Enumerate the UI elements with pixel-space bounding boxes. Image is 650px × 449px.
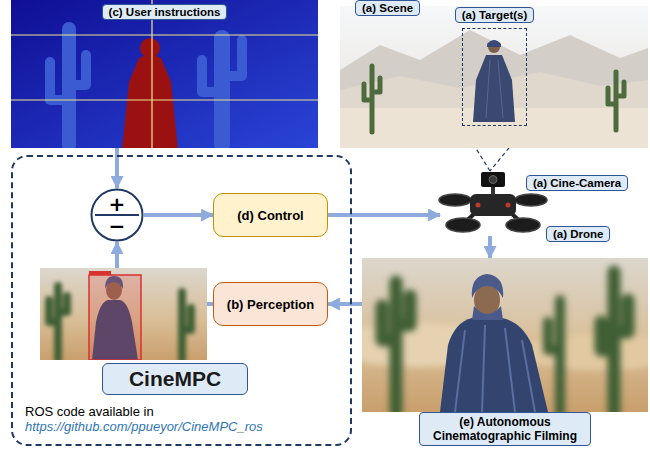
segmentation-image [11,0,318,148]
sum-junction: +− [90,188,144,242]
target-box: (a) Target(s) [462,28,527,126]
connector-arrow [115,148,119,188]
image-panel: (e) Autonomous Cinematographic Filming [362,258,648,446]
scene-panel: (a) Scene (a) Target(s) [340,0,648,148]
node-text: (d) Control [237,208,303,223]
connector-arrow [328,213,440,217]
connector-arrow [488,236,492,258]
filming-image [362,258,648,412]
node-text: (a) Scene [355,0,420,16]
node-text: (c) User instructions [102,4,228,20]
process-box: (d) Control [213,193,328,237]
node-text: (e) Autonomous Cinematographic Filming [419,412,591,446]
node-text: (a) Target(s) [455,7,535,23]
system-block: ROS code available inhttps://github.com/… [11,155,352,446]
node-text: ROS code available in [25,404,154,419]
connector-arrow [328,302,362,306]
node-text: https://github.com/ppueyor/CineMPC_ros [25,419,263,434]
image-panel: (c) User instructions [11,0,318,148]
node-text: (a) Drone [546,226,610,242]
connector-arrow [144,213,213,217]
process-box: (b) Perception [213,282,328,326]
node-text: (a) Cine-Camera [526,175,628,191]
node-text: (b) Perception [227,297,314,312]
junction-ring [92,190,143,241]
drone-node: (a) Cine-Camera(a) Drone [440,168,540,236]
node-text: + [109,193,126,215]
node-text: − [109,215,126,237]
node-text: CineMPC [129,367,221,391]
scene-image [340,6,648,148]
title-label: CineMPC [102,363,248,395]
perception-image [40,268,207,360]
